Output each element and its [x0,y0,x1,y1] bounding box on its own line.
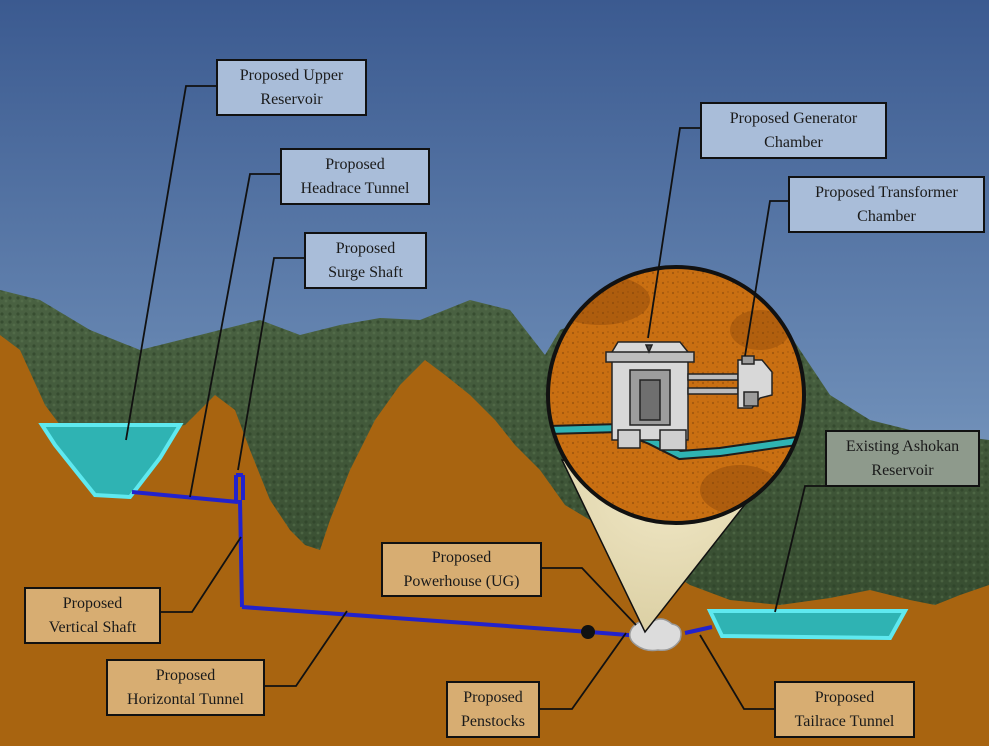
ashokan-reservoir [706,609,909,641]
leader-ashokan-reservoir [774,485,825,613]
transformer-chamber-drawing [687,355,773,409]
label-vertical-shaft: Proposed Vertical Shaft [24,587,161,644]
label-line: Chamber [764,133,823,151]
leader-horizontal-tunnel [265,610,348,687]
label-tailrace-tunnel: Proposed Tailrace Tunnel [774,681,915,738]
label-line: Proposed Generator [729,109,858,127]
label-penstocks: Proposed Penstocks [446,681,540,738]
label-generator-chamber: Proposed Generator Chamber [700,102,887,159]
headrace-tunnel [131,490,239,504]
leader-transformer-chamber [744,200,788,357]
vertical-shaft [238,499,244,608]
label-line: Vertical Shaft [48,618,137,636]
label-line: Proposed Transformer [815,183,958,201]
tailrace-tunnel [684,625,713,635]
label-line: Proposed [335,239,396,257]
label-line: Proposed [62,594,123,612]
ground-cross-section [0,335,989,746]
label-ashokan-reservoir: Existing Ashokan Reservoir [825,430,980,487]
label-line: Surge Shaft [328,263,403,281]
label-horizontal-tunnel: Proposed Horizontal Tunnel [106,659,265,716]
powerhouse-inset [546,265,806,525]
label-headrace-tunnel: Proposed Headrace Tunnel [280,148,430,205]
label-line: Proposed [325,155,385,173]
leader-tailrace-tunnel [699,634,774,710]
label-line: Proposed [431,548,492,566]
upper-reservoir [38,423,184,500]
powerhouse-cavern [629,618,682,652]
leader-generator-chamber [647,127,700,339]
leader-surge-shaft [237,257,304,471]
label-line: Headrace Tunnel [300,179,410,197]
surge-shaft [234,473,245,500]
label-surge-shaft: Proposed Surge Shaft [304,232,427,289]
label-line: Reservoir [260,90,323,108]
penstock-valve [581,625,595,639]
leader-vertical-shaft [161,536,242,613]
label-line: Tailrace Tunnel [794,712,895,730]
label-powerhouse: Proposed Powerhouse (UG) [381,542,542,597]
label-line: Proposed [463,688,523,706]
label-line: Penstocks [461,712,525,730]
label-line: Existing Ashokan [845,437,960,455]
leader-powerhouse [542,567,637,626]
label-transformer-chamber: Proposed Transformer Chamber [788,176,985,233]
label-line: Reservoir [871,461,934,479]
generator-chamber-drawing [605,341,695,451]
label-line: Horizontal Tunnel [127,690,244,708]
label-line: Powerhouse (UG) [403,572,520,590]
label-line: Chamber [857,207,916,225]
label-line: Proposed [155,666,216,684]
leader-lines [125,85,825,710]
leader-upper-reservoir [125,85,216,441]
label-upper-reservoir: Proposed Upper Reservoir [216,59,367,116]
label-line: Proposed Upper [239,66,344,84]
label-line: Proposed [814,688,875,706]
leader-headrace-tunnel [189,173,280,498]
leader-penstocks [540,632,627,710]
